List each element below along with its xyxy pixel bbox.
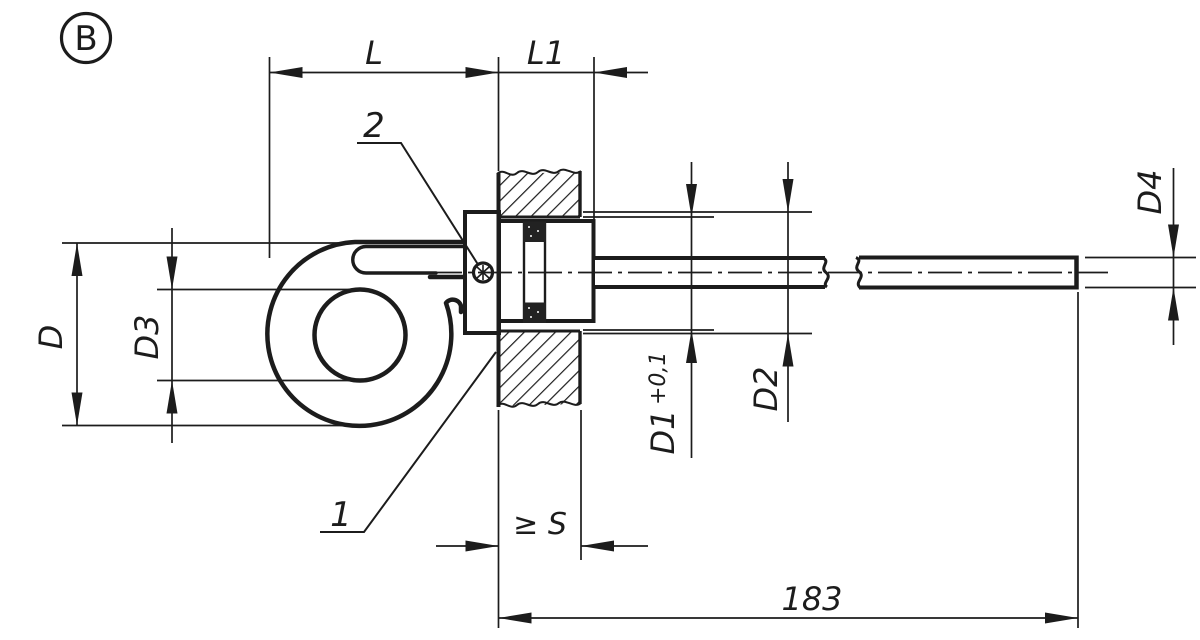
view-marker-label: B bbox=[74, 19, 97, 59]
dim-label-L: L bbox=[365, 34, 383, 72]
rod-left-edges bbox=[594, 256, 825, 289]
view-marker-circle bbox=[59, 11, 113, 65]
panel-break-line-bottom bbox=[496, 400, 582, 408]
panel-break-line-top bbox=[496, 168, 582, 176]
panel-hatch-lower bbox=[499, 331, 580, 406]
hook-outer-contour bbox=[265, 239, 468, 429]
hook-eye-hole bbox=[312, 287, 408, 383]
rod-break-left bbox=[822, 256, 830, 289]
rod-break-right bbox=[855, 256, 863, 289]
extension-lines bbox=[62, 57, 1196, 628]
dim-label-D4: D4 bbox=[1131, 170, 1169, 215]
callout-leaders bbox=[320, 142, 497, 533]
o-ring-texture bbox=[528, 226, 539, 318]
o-ring-section-top bbox=[523, 221, 546, 242]
dim-label-S: ≥ S bbox=[513, 507, 567, 542]
dimension-lines bbox=[76, 71, 1175, 619]
callout-label-1: 1 bbox=[330, 495, 352, 535]
panel-hatch-upper bbox=[499, 172, 580, 217]
hook-outline bbox=[265, 239, 468, 429]
arrowheads bbox=[71, 67, 1179, 624]
leader-callout-2 bbox=[357, 142, 479, 266]
labels: L L1 2 1 D D3 D1 +0,1 D2 D4 ≥ S 183 bbox=[32, 34, 1169, 618]
dim-label-D: D bbox=[32, 325, 70, 350]
callout-label-2: 2 bbox=[363, 106, 385, 146]
o-ring-groove bbox=[522, 221, 547, 323]
o-ring-section-bottom bbox=[523, 302, 546, 323]
rod-right-edges bbox=[859, 255, 1076, 290]
ext-D2 bbox=[583, 211, 812, 335]
dim-label-L1: L1 bbox=[527, 34, 565, 72]
ext-D3 bbox=[157, 288, 362, 382]
view-marker: B bbox=[59, 11, 113, 65]
dim-label-D2: D2 bbox=[747, 367, 785, 412]
dim-label-183: 183 bbox=[781, 580, 842, 618]
leader-callout-1 bbox=[320, 351, 497, 533]
dim-label-D1-tolerance: +0,1 bbox=[646, 352, 671, 405]
dim-label-D1: D1 bbox=[644, 410, 682, 455]
dim-label-D3: D3 bbox=[128, 315, 166, 360]
ext-D bbox=[62, 242, 355, 427]
bushing-body bbox=[497, 219, 596, 323]
ext-D4 bbox=[1085, 256, 1196, 289]
dim-label-D1-group: D1 +0,1 bbox=[644, 352, 682, 455]
mounting-panel bbox=[496, 168, 582, 408]
panel-hole-edges bbox=[499, 215, 580, 333]
hook-arm-slot bbox=[351, 244, 467, 275]
